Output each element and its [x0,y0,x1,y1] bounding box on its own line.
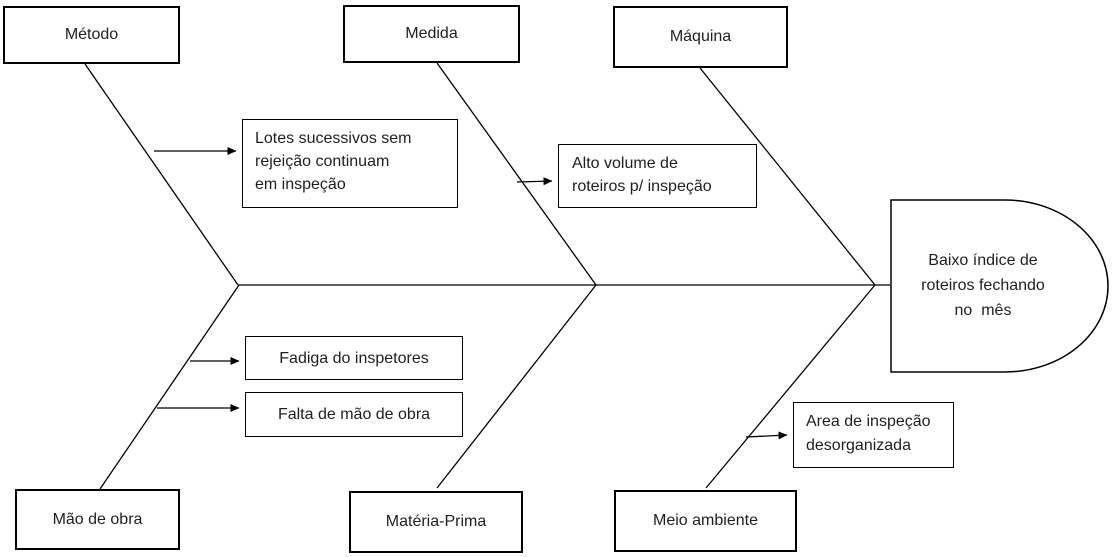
category-box-metodo: Método [3,6,180,64]
category-label-metodo: Método [64,26,119,43]
category-box-mao-de-obra: Mão de obra [15,489,180,550]
cause-alto-volume-line-1: Alto volume de [572,155,678,172]
cause-area-line-2: desorganizada [806,437,911,454]
cause-box-fadiga: Fadiga do inspetores [245,336,463,380]
bone-mao-de-obra [99,284,240,490]
category-label-meio-ambiente: Meio ambiente [653,512,758,529]
cause-fadiga-text: Fadiga do inspetores [279,349,429,367]
category-box-medida: Medida [343,5,520,63]
bone-maquina [699,67,876,286]
category-label-materia-prima: Matéria-Prima [385,513,487,530]
cause-lotes-line-3: em inspeção [255,176,346,193]
cause-area-line-1: Area de inspeção [806,413,931,430]
effect-text-line-1: Baixo índice de [928,252,1038,269]
cause-alto-volume-line-2: roteiros p/ inspeção [572,178,712,195]
category-label-mao-de-obra: Mão de obra [52,510,143,528]
cause-lotes-line-1: Lotes sucessivos sem [255,130,412,147]
effect-text-line-2: roteiros fechando [921,277,1045,294]
category-box-materia-prima: Matéria-Prima [349,491,523,553]
bone-metodo [84,63,239,286]
bone-materia-prima [436,284,597,489]
cause-box-alto-volume: Alto volume de roteiros p/ inspeção [558,144,757,208]
category-box-meio-ambiente: Meio ambiente [614,490,797,552]
cause-lotes-line-2: rejeição continuam [255,153,390,170]
category-label-medida: Medida [405,25,458,42]
cause-falta-text: Falta de mão de obra [277,406,431,423]
category-label-maquina: Máquina [669,28,732,45]
cause-box-falta: Falta de mão de obra [245,392,463,437]
cause-box-area: Area de inspeção desorganizada [793,402,954,468]
bone-meio-ambiente [705,284,876,489]
effect-text-line-3: no mês [954,302,1012,319]
category-box-maquina: Máquina [613,6,788,68]
effect-head-shape [890,199,1109,373]
cause-box-lotes: Lotes sucessivos sem rejeição continuam … [242,119,458,208]
arrow-cause-area [745,431,788,440]
bone-medida [436,62,597,286]
effect-text: Baixo índice de roteiros fechando no mês [893,248,1073,323]
arrow-cause-alto-volume [516,177,553,186]
